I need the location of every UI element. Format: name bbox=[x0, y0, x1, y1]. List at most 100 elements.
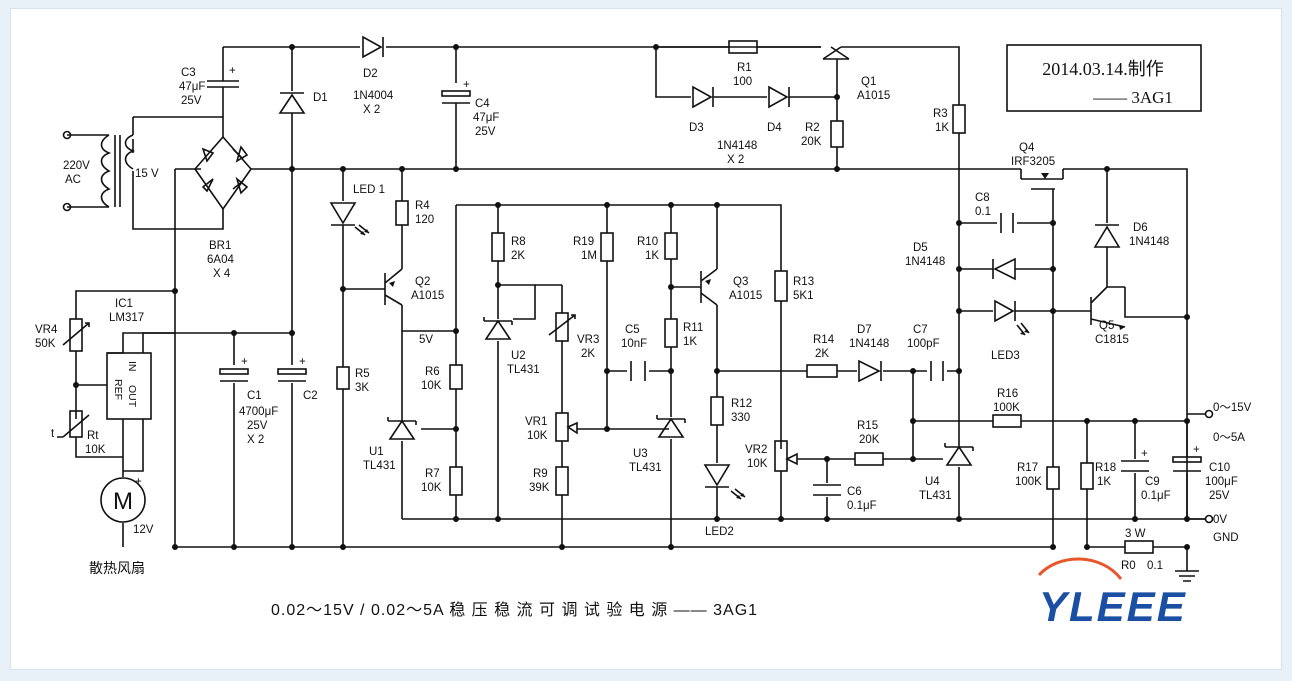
c10-plus: + bbox=[1193, 444, 1200, 456]
q4-ref: Q4 bbox=[1019, 142, 1035, 154]
r18-ref: R18 bbox=[1095, 462, 1116, 474]
stamp-date: 2014.03.14.制作 bbox=[1042, 59, 1164, 79]
d4-ref: D4 bbox=[767, 122, 782, 134]
r16-ref: R16 bbox=[997, 388, 1018, 400]
c4-ref: C4 bbox=[475, 98, 490, 110]
r19-value: 1M bbox=[581, 250, 597, 262]
d7-ref: D7 bbox=[857, 324, 872, 336]
c2-ref: C2 bbox=[303, 390, 318, 402]
q2-part: A1015 bbox=[411, 290, 444, 302]
d5-part: 1N4148 bbox=[905, 256, 945, 268]
r0-ref: R0 bbox=[1121, 560, 1136, 572]
c3-plus: + bbox=[229, 65, 236, 77]
transistor-q3 bbox=[700, 268, 718, 306]
capacitor-c9 bbox=[1121, 460, 1149, 472]
r17-ref: R17 bbox=[1017, 462, 1038, 474]
transistor-q2 bbox=[384, 268, 403, 306]
c7-value: 100pF bbox=[907, 338, 940, 350]
c3-value: 47μF bbox=[179, 81, 205, 93]
r11-value: 1K bbox=[683, 336, 697, 348]
r8-value: 2K bbox=[511, 250, 525, 262]
vr3-value: 2K bbox=[581, 348, 595, 360]
r13-ref: R13 bbox=[793, 276, 814, 288]
output-terminals bbox=[1204, 409, 1214, 524]
c7-ref: C7 bbox=[913, 324, 928, 336]
u3-ref: U3 bbox=[633, 448, 648, 460]
r7-ref: R7 bbox=[425, 468, 440, 480]
wires bbox=[67, 46, 1206, 582]
ic1-out-pin: OUT bbox=[126, 385, 138, 408]
fan-caption: 散热风扇 bbox=[89, 560, 145, 576]
c1-ref: C1 bbox=[247, 390, 262, 402]
q4-part: IRF3205 bbox=[1011, 156, 1055, 168]
c1-voltage: 25V bbox=[247, 420, 268, 432]
potentiometer-vr2 bbox=[774, 440, 798, 472]
c9-plus: + bbox=[1141, 448, 1148, 460]
d7-part: 1N4148 bbox=[849, 338, 889, 350]
transformer bbox=[62, 130, 136, 212]
r15-value: 20K bbox=[859, 434, 880, 446]
vr3-ref: VR3 bbox=[577, 334, 599, 346]
logo-swoosh bbox=[1037, 557, 1123, 580]
r11-ref: R11 bbox=[683, 322, 703, 334]
led-led2 bbox=[703, 464, 746, 500]
r15-ref: R15 bbox=[857, 420, 878, 432]
input-type: AC bbox=[65, 174, 81, 186]
r13-value: 5K1 bbox=[793, 290, 813, 302]
r10-value: 1K bbox=[645, 250, 659, 262]
capacitor-c1 bbox=[219, 368, 249, 382]
led3-ref: LED3 bbox=[991, 350, 1020, 362]
bridge-rectifier-br1 bbox=[193, 135, 253, 211]
fan-symbol: M bbox=[113, 488, 133, 515]
stamp-box bbox=[1006, 44, 1202, 112]
ic1-ref: IC1 bbox=[115, 298, 133, 310]
d2-qty: X 2 bbox=[363, 104, 380, 116]
ic1-in-pin: IN bbox=[126, 361, 138, 372]
r0-value: 0.1 bbox=[1147, 560, 1163, 572]
vr2-value: 10K bbox=[747, 458, 768, 470]
c3-ref: C3 bbox=[181, 67, 196, 79]
fan-motor bbox=[100, 477, 146, 523]
r4-ref: R4 bbox=[415, 200, 430, 212]
capacitor-c4 bbox=[441, 90, 471, 104]
c6-value: 0.1μF bbox=[847, 500, 877, 512]
tl431-regulators bbox=[387, 317, 974, 466]
terminal-out-v: 0～15V bbox=[1213, 402, 1252, 414]
ic1-part: LM317 bbox=[109, 312, 144, 324]
q2-ref: Q2 bbox=[415, 276, 430, 288]
d34-part: 1N4148 bbox=[717, 140, 757, 152]
c4-voltage: 25V bbox=[475, 126, 496, 138]
r1-value: 100 bbox=[733, 76, 752, 88]
r8-ref: R8 bbox=[511, 236, 526, 248]
capacitor-c8 bbox=[1000, 213, 1014, 233]
transistor-q5 bbox=[1090, 286, 1126, 330]
br1-qty: X 4 bbox=[213, 268, 231, 280]
r2-value: 20K bbox=[801, 136, 822, 148]
r9-ref: R9 bbox=[533, 468, 548, 480]
r10-ref: R10 bbox=[637, 236, 658, 248]
r2-ref: R2 bbox=[805, 122, 820, 134]
c4-plus: + bbox=[463, 79, 470, 91]
c8-ref: C8 bbox=[975, 192, 990, 204]
r19-ref: R19 bbox=[573, 236, 594, 248]
vr1-ref: VR1 bbox=[525, 416, 547, 428]
c3-voltage: 25V bbox=[181, 95, 202, 107]
c8-value: 0.1 bbox=[975, 206, 991, 218]
d1-ref: D1 bbox=[313, 92, 328, 104]
capacitor-c6 bbox=[813, 484, 841, 496]
potentiometer-vr1 bbox=[555, 412, 578, 442]
c1-plus: + bbox=[241, 356, 248, 368]
led1-ref: LED 1 bbox=[353, 184, 385, 196]
r18-value: 1K bbox=[1097, 476, 1111, 488]
d6-ref: D6 bbox=[1133, 222, 1148, 234]
br1-part: 6A04 bbox=[207, 254, 234, 266]
c9-ref: C9 bbox=[1145, 476, 1160, 488]
r14-ref: R14 bbox=[813, 334, 835, 346]
input-voltage: 220V bbox=[63, 160, 90, 172]
q1-part: A1015 bbox=[857, 90, 890, 102]
potentiometer-vr3 bbox=[548, 312, 576, 342]
u4-ref: U4 bbox=[925, 476, 940, 488]
c9-value: 0.1μF bbox=[1141, 490, 1171, 502]
led-led1 bbox=[329, 202, 370, 236]
q5-part: C1815 bbox=[1095, 334, 1129, 346]
